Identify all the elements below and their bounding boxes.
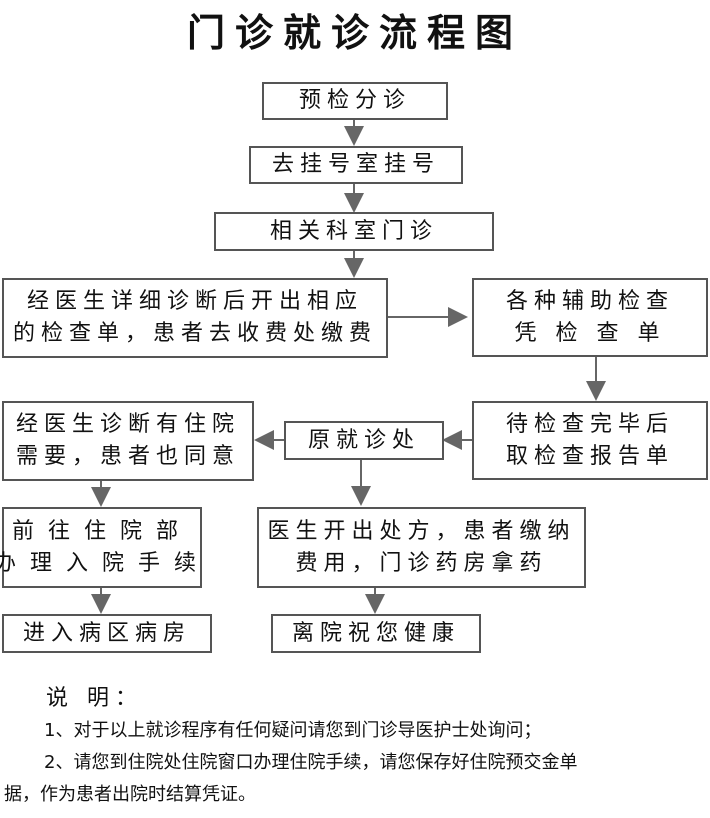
- step-pre-triage-label: 预检分诊: [298, 88, 411, 113]
- step-prescription-line1: 医生开出处方，患者缴纳: [267, 518, 576, 544]
- step-aux-exam-line2: 凭 检 查 单: [514, 320, 666, 346]
- step-leave-label: 离院祝您健康: [291, 620, 460, 646]
- step-hospitalize-needed: 经医生诊断有住院 需要，患者也同意: [2, 401, 254, 481]
- step-inpatient-dept: 前往住院部 办理入院手续: [0, 507, 202, 588]
- step-await-report-line1: 待检查完毕后: [505, 411, 674, 437]
- step-await-report-line2: 取检查报告单: [505, 443, 674, 469]
- step-hospitalize-needed-line1: 经医生诊断有住院: [15, 412, 240, 437]
- step-aux-exam: 各种辅助检查 凭 检 查 单: [472, 278, 708, 357]
- step-await-report: 待检查完毕后 取检查报告单: [472, 401, 708, 480]
- step-enter-ward: 进入病区病房: [2, 614, 212, 653]
- step-dept-visit-label: 相关科室门诊: [269, 218, 438, 244]
- step-register: 去挂号室挂号: [249, 146, 463, 184]
- step-back-clinic-label: 原就诊处: [307, 427, 420, 453]
- step-register-label: 去挂号室挂号: [271, 152, 440, 177]
- step-exam-order-line1: 经医生详细诊断后开出相应: [26, 289, 363, 314]
- note-item-1: 1、对于以上就诊程序有任何疑问请您到门诊导医护士处询问；: [44, 720, 542, 741]
- step-back-clinic: 原就诊处: [284, 421, 444, 460]
- step-pre-triage: 预检分诊: [262, 82, 448, 120]
- step-enter-ward-label: 进入病区病房: [22, 620, 191, 646]
- page-title: 门诊就诊流程图: [186, 10, 523, 55]
- step-inpatient-dept-line2: 办理入院手续: [0, 550, 211, 576]
- note-item-3: 据，作为患者出院时结算凭证。: [4, 784, 256, 805]
- step-dept-visit: 相关科室门诊: [214, 212, 494, 251]
- step-prescription: 医生开出处方，患者缴纳 费用，门诊药房拿药: [257, 507, 586, 588]
- step-aux-exam-line1: 各种辅助检查: [505, 288, 674, 314]
- step-exam-order: 经医生详细诊断后开出相应 的检查单，患者去收费处缴费: [2, 278, 388, 358]
- notes-heading: 说 明：: [46, 686, 143, 711]
- step-exam-order-line2: 的检查单，患者去收费处缴费: [12, 321, 377, 346]
- step-prescription-line2: 费用，门诊药房拿药: [295, 550, 548, 576]
- note-item-2: 2、请您到住院处住院窗口办理住院手续，请您保存好住院预交金单: [44, 752, 578, 773]
- step-hospitalize-needed-line2: 需要，患者也同意: [15, 444, 240, 469]
- step-leave: 离院祝您健康: [271, 614, 481, 653]
- step-inpatient-dept-line1: 前往住院部: [11, 518, 192, 544]
